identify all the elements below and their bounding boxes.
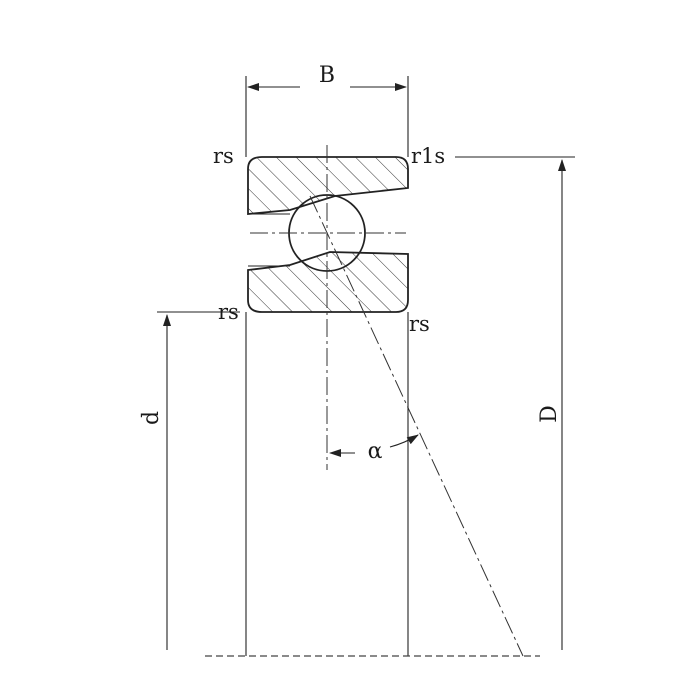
- label-alpha: α: [368, 439, 383, 464]
- label-rs-bottom-right: rs: [409, 312, 430, 336]
- label-d: d: [139, 411, 164, 425]
- label-rs-bottom-left: rs: [218, 300, 239, 324]
- inner-ring: [247, 251, 409, 313]
- angle-arc: [389, 434, 419, 448]
- label-D: D: [537, 405, 562, 423]
- label-B: B: [319, 63, 335, 88]
- label-r1s-top-right: r1s: [411, 144, 445, 168]
- label-rs-top-left: rs: [213, 144, 234, 168]
- contact-angle-line: [309, 195, 524, 657]
